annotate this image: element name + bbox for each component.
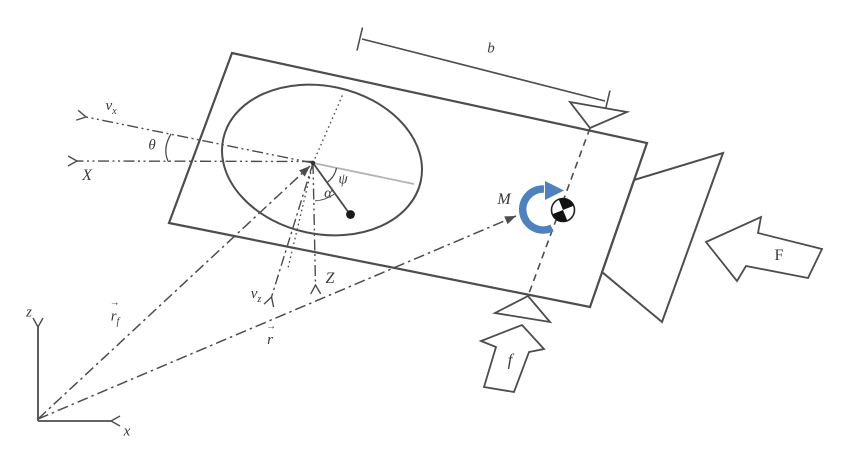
moment-arrow-head [545, 181, 564, 200]
velocity-x-axis-line [86, 117, 314, 164]
dimension-b-tick-left [356, 27, 364, 51]
pendulum-rod [312, 162, 350, 214]
moment-arrow-arc [518, 185, 554, 234]
label-f-force: f [507, 350, 513, 370]
pendulum-reference-dotted-lower [287, 162, 314, 269]
label-Z-axis: Z [325, 270, 335, 287]
body-axis-reference-line [312, 162, 415, 185]
nozzle-flap [600, 151, 725, 324]
label-X-axis: X [82, 167, 92, 184]
theta-angle-arc [165, 133, 172, 163]
label-psi: ψ [338, 171, 348, 188]
label-theta: θ [148, 137, 156, 154]
label-alpha: α [324, 185, 332, 202]
center-of-mass-icon [550, 197, 576, 223]
pivot-point [310, 160, 316, 166]
force-F-arrow [704, 215, 824, 283]
label-M-moment: M [497, 191, 511, 208]
label-vector-r: →r [266, 321, 277, 348]
label-vx: vx [105, 98, 117, 117]
moment-arrow [518, 181, 564, 234]
dimension-b-line [361, 38, 606, 102]
force-f-arrow [478, 323, 546, 394]
vehicle-body-outline [167, 51, 649, 309]
bottom-attachment-triangle [492, 294, 553, 324]
inertial-z-axis-line [313, 162, 316, 285]
pendulum-reference-dotted-upper [312, 93, 344, 164]
inertial-x-axis-line [77, 161, 314, 162]
label-F-force: F [774, 247, 784, 264]
label-x-origin-axis: x [123, 423, 131, 440]
top-attachment-triangle [567, 100, 631, 130]
label-z-origin-axis: z [26, 304, 32, 321]
alpha-angle-arc [314, 193, 335, 202]
position-vector-rf-line [37, 165, 311, 420]
label-b-dimension: b [487, 40, 495, 57]
pendulum-bob [346, 210, 355, 219]
tank-ellipse [221, 83, 423, 237]
label-vector-rf: →rf [109, 297, 120, 328]
position-vector-r-line [37, 215, 517, 420]
label-vz: vz [250, 286, 262, 305]
psi-angle-arc [326, 167, 338, 184]
velocity-z-axis-line [272, 162, 314, 297]
